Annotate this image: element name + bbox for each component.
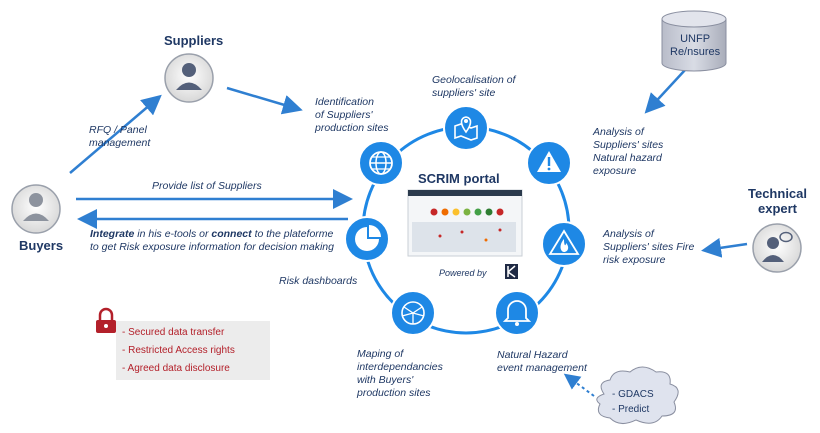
company-logo bbox=[505, 264, 518, 279]
connect-bold: connect bbox=[211, 228, 252, 240]
cloud-item: - Predict bbox=[612, 404, 650, 415]
map-pin-node-icon bbox=[443, 105, 489, 151]
buyers-label: Buyers bbox=[19, 238, 64, 253]
fire-node-icon bbox=[541, 221, 587, 267]
security-legend: - Secured data transfer - Restricted Acc… bbox=[116, 321, 270, 380]
risk-dashboards-label: Risk dashboards bbox=[279, 275, 358, 287]
integrate-bold: Integrate bbox=[90, 228, 135, 240]
legend-item: - Secured data transfer bbox=[122, 327, 225, 338]
integrate-label: Integrate in his e-tools or connect to t… bbox=[90, 228, 333, 241]
natural-hazard-label: Analysis of Suppliers' sites Natural haz… bbox=[593, 126, 664, 177]
fire-risk-label: Analysis of Suppliers' sites Fire risk e… bbox=[603, 228, 695, 266]
suppliers-label: Suppliers bbox=[164, 33, 224, 48]
legend-item: - Agreed data disclosure bbox=[122, 363, 230, 374]
database-label: UNFP Re/nsures bbox=[670, 33, 721, 58]
powered-by-label: Powered by bbox=[439, 268, 487, 278]
network-node-icon bbox=[390, 290, 436, 336]
arrow-db-to-analysis bbox=[644, 69, 686, 114]
integrate-label-line-2: to get Risk exposure information for dec… bbox=[90, 241, 334, 253]
technical-expert-label: Technical expert bbox=[748, 186, 808, 216]
lock-icon bbox=[96, 307, 116, 333]
rfq-label: RFQ / Panel management bbox=[89, 124, 151, 149]
bell-node-icon bbox=[494, 290, 540, 336]
arrow-cloud-to-event bbox=[563, 373, 595, 397]
cloud-item: - GDACS bbox=[612, 389, 654, 400]
identification-label: Identification of Suppliers' production … bbox=[315, 96, 389, 134]
arrow-buyers-to-suppliers bbox=[69, 94, 162, 174]
technical-expert-avatar bbox=[752, 223, 802, 273]
portal-title: SCRIM portal bbox=[418, 171, 500, 186]
suppliers-avatar bbox=[164, 53, 214, 103]
buyers-avatar bbox=[11, 184, 61, 234]
database-icon bbox=[661, 10, 727, 72]
globe-node-icon bbox=[358, 140, 404, 186]
cloud-shape bbox=[596, 366, 679, 424]
integrate-text-2: to the plateforme bbox=[254, 228, 334, 240]
provide-list-label: Provide list of Suppliers bbox=[152, 180, 262, 192]
event-management-label: Natural Hazard event management bbox=[497, 349, 587, 374]
warning-node-icon bbox=[526, 140, 572, 186]
mapping-label: Maping of interdependancies with Buyers'… bbox=[357, 348, 443, 399]
geolocalisation-label: Geolocalisation of suppliers' site bbox=[432, 74, 516, 99]
arrow-suppliers-to-identification bbox=[226, 86, 303, 115]
pie-chart-node-icon bbox=[344, 216, 390, 262]
legend-item: - Restricted Access rights bbox=[122, 345, 235, 356]
portal-screenshot bbox=[407, 189, 523, 257]
integrate-text-1: in his e-tools or bbox=[137, 228, 209, 240]
arrow-expert-to-fire bbox=[701, 237, 748, 258]
